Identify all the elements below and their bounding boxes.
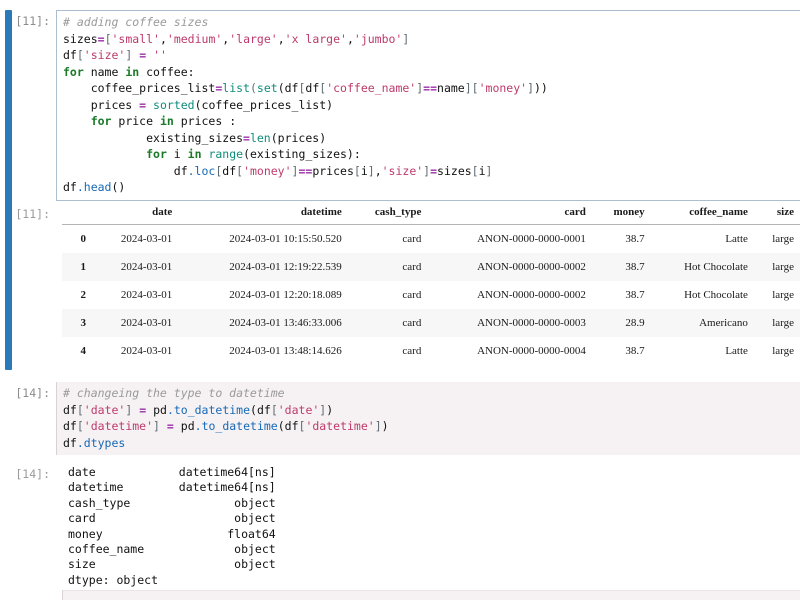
table-row: 4 2024-03-01 2024-03-01 13:48:14.626 card AN… — [62, 337, 800, 365]
dataframe-cell: Latte — [725, 345, 748, 357]
code-editor-11[interactable]: # adding coffee sizes sizes=['small','med… — [56, 10, 800, 201]
dataframe-cell: large — [772, 233, 794, 245]
code-line: for price in prices : — [90, 114, 237, 128]
next-cell-stub[interactable] — [62, 590, 800, 600]
cell-prompt-in-11: [11]: — [15, 14, 50, 28]
dataframe-cell: large — [772, 289, 794, 301]
dataframe-col-header: datetime — [178, 203, 348, 225]
code-line: for i in range(existing_sizes): — [146, 147, 361, 161]
code-line: # adding coffee sizes — [63, 15, 209, 29]
code-line: df['date'] = pd.to_datetime(df['date']) — [63, 402, 334, 417]
dataframe-cell: large — [772, 345, 794, 357]
code-line: df['datetime'] = pd.to_datetime(df['date… — [63, 419, 389, 433]
table-row: 2 2024-03-01 2024-03-01 12:20:18.089 card AN… — [62, 281, 800, 309]
dataframe-cell: ANON-0000-0000-0002 — [477, 261, 586, 273]
dtypes-output-14: [14]: date datetime64[ns] datetime datet… — [0, 463, 800, 588]
code-line: # changeing the type to datetime — [63, 386, 285, 400]
dataframe-cell: card — [402, 317, 422, 329]
table-row: 1 2024-03-01 2024-03-01 12:19:22.539 card AN… — [62, 253, 800, 281]
dataframe-col-header: coffee_name — [650, 203, 754, 225]
dataframe-cell: 2024-03-01 — [120, 233, 173, 245]
dataframe-col-header: cash_type — [347, 203, 428, 225]
dataframe-cell: 2024-03-01 — [120, 317, 173, 329]
cell-prompt-out-14: [14]: — [15, 467, 50, 481]
code-cell-input-11[interactable]: [11]: # adding coffee sizes sizes=['small… — [0, 10, 800, 201]
dataframe-cell: Latte — [725, 233, 748, 245]
dataframe-cell: large — [772, 317, 794, 329]
dataframe-cell: 38.7 — [625, 233, 645, 245]
dataframe-cell: 2024-03-01 — [120, 289, 173, 301]
dataframe-cell: 38.7 — [625, 345, 645, 357]
cell-prompt-out-11: [11]: — [15, 207, 50, 221]
dataframe-cell: 2024-03-01 12:19:22.539 — [229, 261, 342, 273]
dataframe-row-index: 0 — [80, 233, 87, 245]
dataframe-cell: 2024-03-01 13:46:33.006 — [229, 317, 342, 329]
dataframe-cell: Hot Chocolate — [684, 289, 748, 301]
code-line: df.loc[df['money']==prices[i],'size']=si… — [63, 163, 493, 178]
code-line: existing_sizes=len(prices) — [63, 130, 327, 145]
dataframe-cell: card — [402, 233, 422, 245]
dataframe-col-header: money — [591, 203, 651, 225]
dataframe-col-header: date — [92, 203, 179, 225]
table-row: 3 2024-03-01 2024-03-01 13:46:33.006 card AN… — [62, 309, 800, 337]
code-cell-input-14[interactable]: [14]: # changeing the type to datetime df… — [0, 382, 800, 455]
code-line: df.head() — [63, 180, 126, 194]
dataframe-col-header: card — [427, 203, 592, 225]
dataframe-cell: 2024-03-01 10:15:50.520 — [229, 233, 342, 245]
code-line: for name in coffee: — [63, 64, 195, 79]
code-input-area-14[interactable]: # changeing the type to datetime df['date… — [56, 382, 800, 455]
code-line: df.dtypes — [63, 435, 126, 450]
dataframe-cell: 38.7 — [625, 261, 645, 273]
dataframe-row-index: 2 — [80, 289, 87, 301]
dataframe-cell: Americano — [699, 317, 748, 329]
code-line: df['size'] = '' — [63, 48, 167, 62]
dataframe-cell: 2024-03-01 13:48:14.626 — [229, 345, 342, 357]
dataframe-cell: ANON-0000-0000-0002 — [477, 289, 586, 301]
dtypes-text: date datetime64[ns] datetime datetime64[… — [68, 465, 276, 587]
dataframe-row-index: 4 — [80, 345, 87, 357]
dataframe-cell: ANON-0000-0000-0004 — [477, 345, 586, 357]
dataframe-cell: large — [772, 261, 794, 273]
dtypes-output-area: date datetime64[ns] datetime datetime64[… — [56, 463, 800, 588]
dataframe-row-index: 3 — [80, 317, 87, 329]
dataframe-cell: 2024-03-01 12:20:18.089 — [229, 289, 342, 301]
table-row: 0 2024-03-01 2024-03-01 10:15:50.520 card AN… — [62, 224, 800, 253]
code-line: coffee_prices_list=list(set(df[df['coffe… — [63, 81, 548, 95]
dataframe-row-index: 1 — [80, 261, 87, 273]
dataframe-cell: card — [402, 345, 422, 357]
code-line: sizes=['small','medium','large','x large… — [63, 31, 410, 46]
dataframe-cell: card — [402, 289, 422, 301]
code-input-area-11[interactable]: # adding coffee sizes sizes=['small','med… — [56, 10, 800, 201]
cell-prompt-in-14: [14]: — [15, 386, 50, 400]
dataframe-cell: Hot Chocolate — [684, 261, 748, 273]
dataframe-cell: ANON-0000-0000-0003 — [477, 317, 586, 329]
dataframe-cell: 2024-03-01 — [120, 345, 173, 357]
dataframe-index-header — [62, 203, 92, 225]
dataframe-cell: card — [402, 261, 422, 273]
dataframe-cell: ANON-0000-0000-0001 — [477, 233, 586, 245]
code-line: prices = sorted(coffee_prices_list) — [63, 97, 334, 112]
dataframe-col-header: size — [753, 203, 800, 225]
dataframe-cell: 2024-03-01 — [120, 261, 173, 273]
code-editor-14[interactable]: # changeing the type to datetime df['date… — [56, 382, 800, 455]
dataframe-cell: 28.9 — [625, 317, 645, 329]
cell-selection-bar[interactable] — [5, 10, 12, 370]
dataframe-cell: 38.7 — [625, 289, 645, 301]
